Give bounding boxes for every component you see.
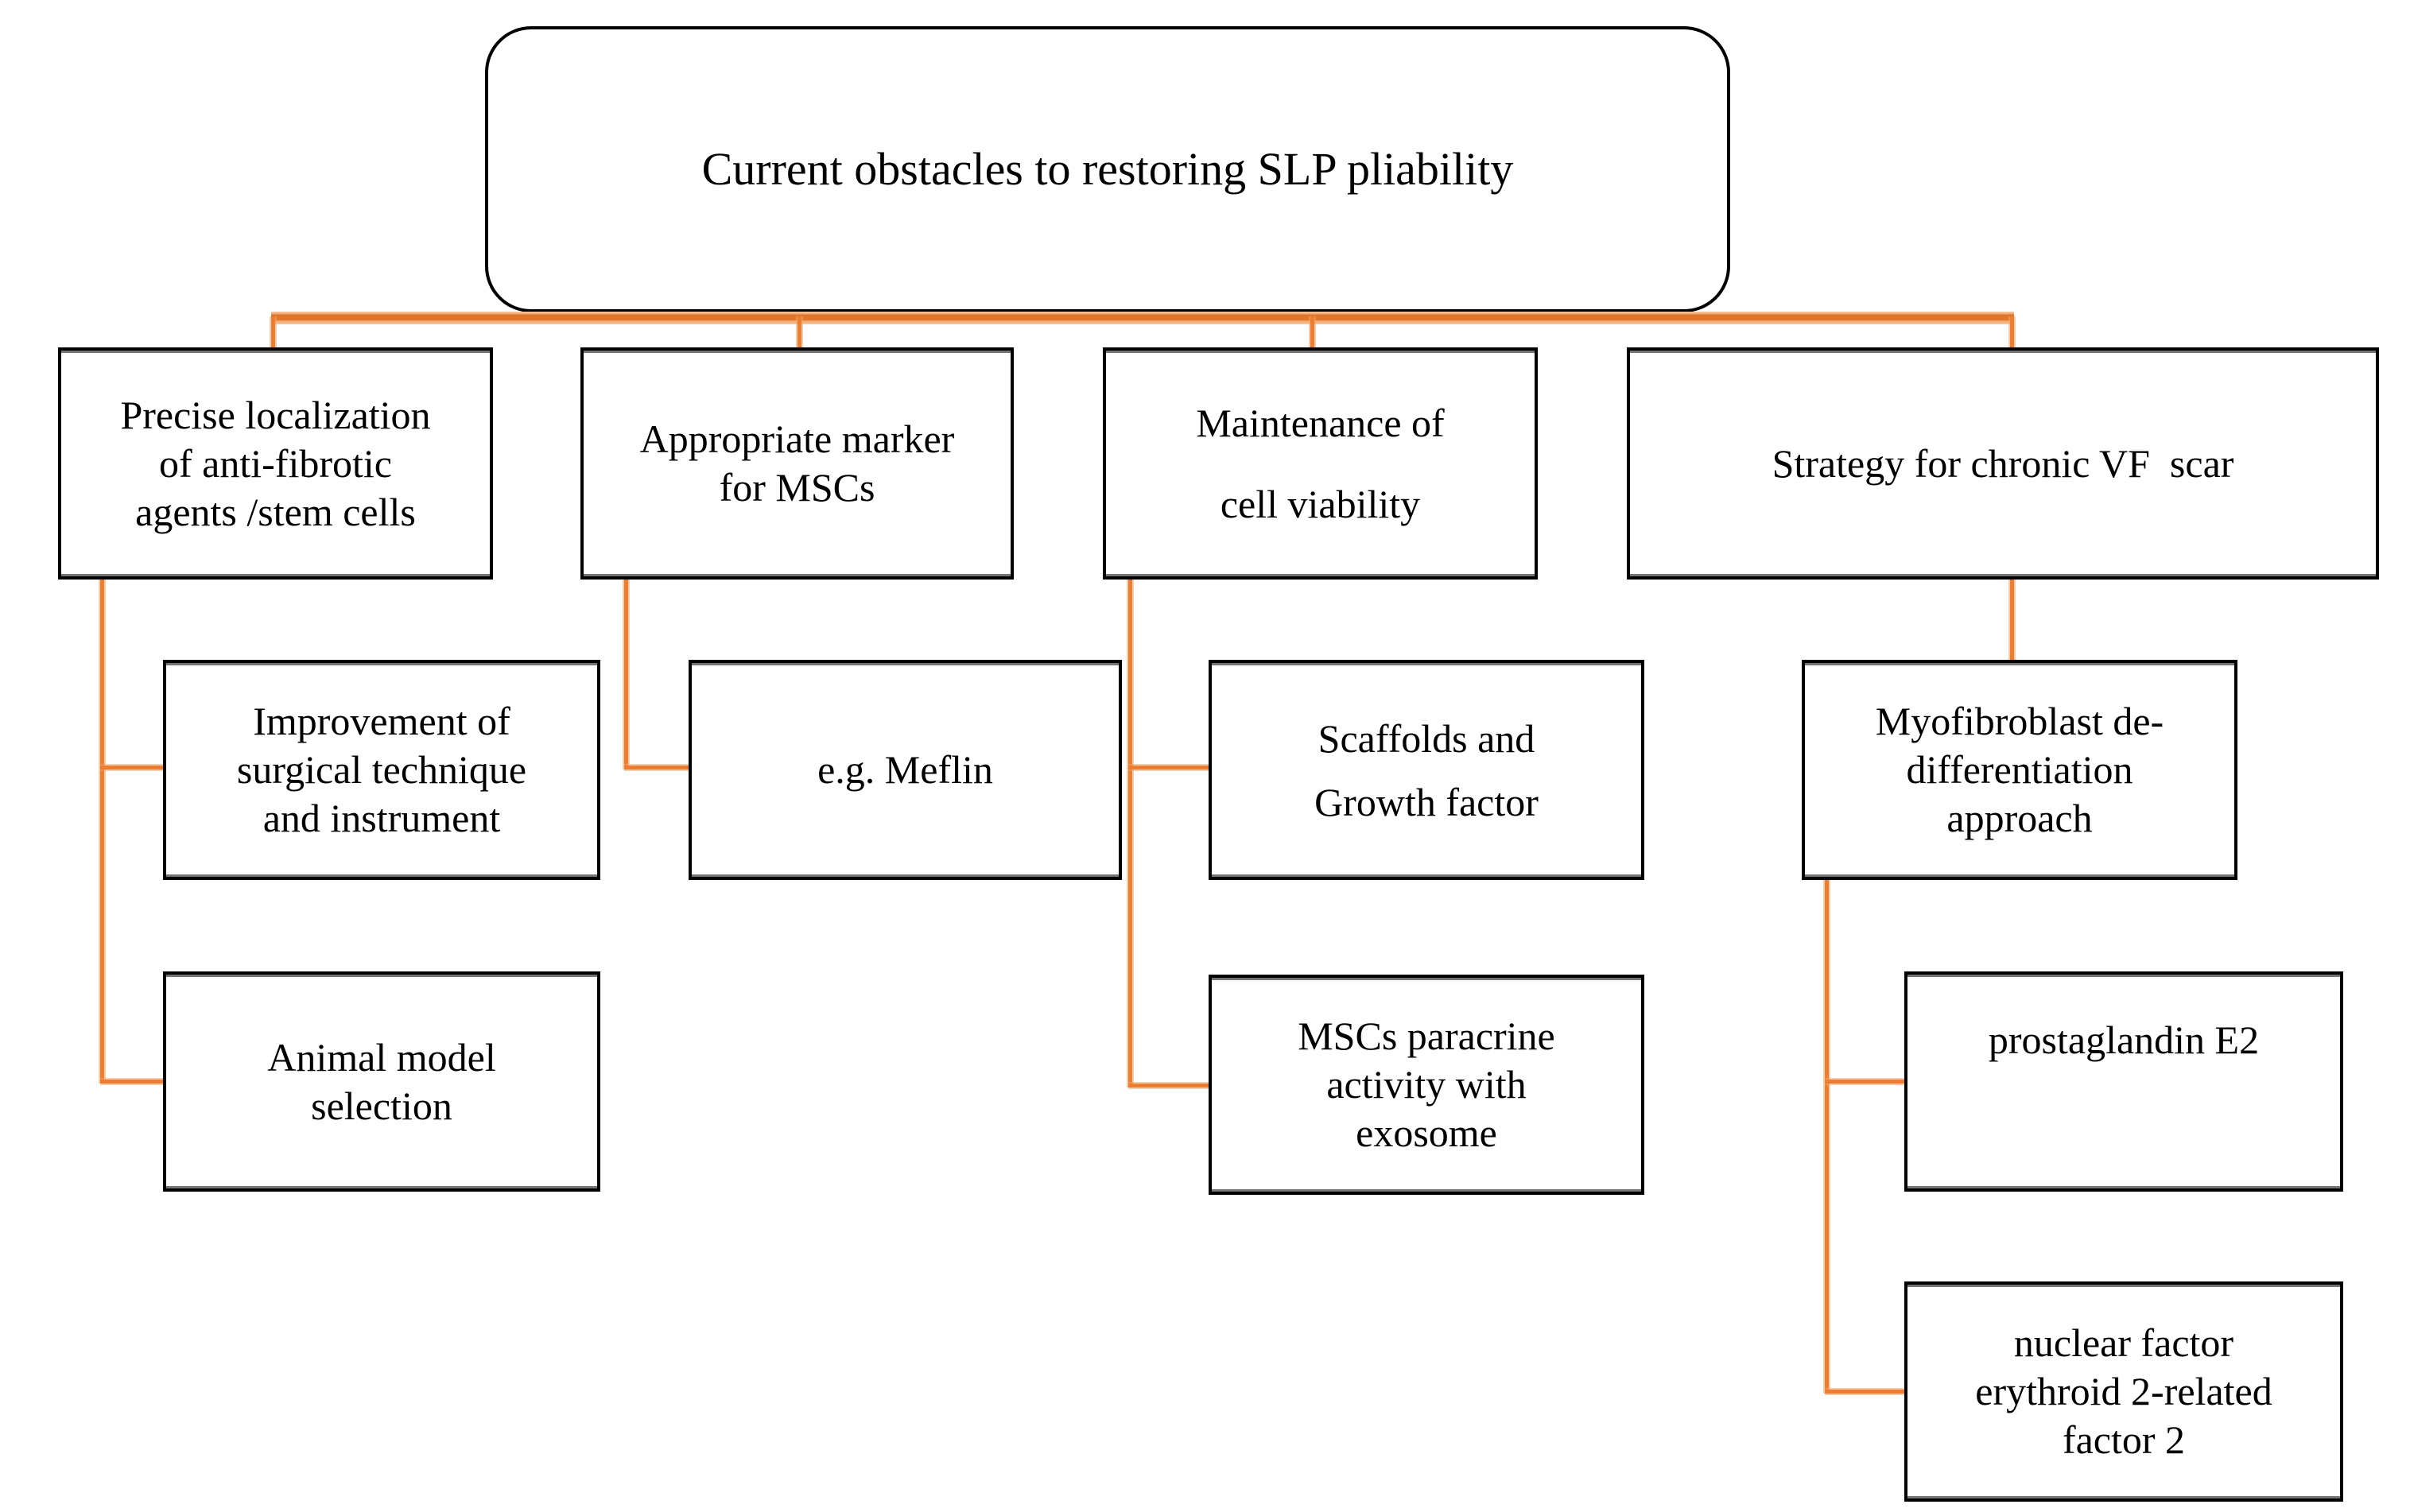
connector-drop-strategy <box>2010 316 2014 350</box>
node-root-label: Current obstacles to restoring SLP pliab… <box>701 142 1514 195</box>
connector-elbow-animal-model <box>100 1080 166 1084</box>
node-myofibroblast: Myofibroblast de- differentiation approa… <box>1802 660 2237 880</box>
connector-elbow-prostaglandin <box>1825 1080 1904 1084</box>
node-nuclear-factor: nuclear factor erythroid 2-related facto… <box>1904 1281 2343 1502</box>
connector-stem-appropriate-marker <box>624 580 628 770</box>
node-myofibroblast-label: Myofibroblast de- differentiation approa… <box>1875 699 2164 840</box>
node-root: Current obstacles to restoring SLP pliab… <box>485 26 1730 312</box>
connector-bus <box>271 312 2014 324</box>
connector-elbow-nuclear-factor <box>1825 1390 1904 1394</box>
connector-elbow-surgical-improvement <box>100 766 166 770</box>
connector-elbow-scaffolds <box>1128 766 1212 770</box>
node-meflin-label: e.g. Meflin <box>817 747 993 792</box>
node-maintenance-viability-label: Maintenance of cell viability <box>1196 400 1445 527</box>
node-surgical-improvement-label: Improvement of surgical technique and in… <box>236 699 527 840</box>
node-surgical-improvement: Improvement of surgical technique and in… <box>163 660 600 880</box>
node-precise-localization: Precise localization of anti-fibrotic ag… <box>58 347 493 580</box>
node-prostaglandin: prostaglandin E2 <box>1904 971 2343 1192</box>
node-prostaglandin-label: prostaglandin E2 <box>1988 1018 2260 1062</box>
connector-drop-maintenance <box>1310 316 1314 350</box>
connector-stem-myofibroblast <box>1825 880 1829 1394</box>
node-precise-localization-label: Precise localization of anti-fibrotic ag… <box>120 392 431 534</box>
node-mscs-paracrine-label: MSCs paracrine activity with exosome <box>1298 1014 1555 1155</box>
connector-elbow-mscs-paracrine <box>1128 1084 1212 1087</box>
node-animal-model-label: Animal model selection <box>267 1034 496 1128</box>
connector-elbow-meflin <box>624 766 692 770</box>
connector-stem-maintenance <box>1128 580 1132 1087</box>
connector-drop-appropriate-marker <box>798 316 801 350</box>
node-mscs-paracrine: MSCs paracrine activity with exosome <box>1209 975 1644 1195</box>
node-animal-model: Animal model selection <box>163 971 600 1192</box>
node-scaffolds-growth: Scaffolds and Growth factor <box>1209 660 1644 880</box>
connector-stem-strategy <box>2010 580 2014 660</box>
node-appropriate-marker: Appropriate marker for MSCs <box>580 347 1014 580</box>
node-maintenance-viability: Maintenance of cell viability <box>1103 347 1538 580</box>
node-scaffolds-growth-label: Scaffolds and Growth factor <box>1314 715 1539 824</box>
node-strategy-chronic-label: Strategy for chronic VF scar <box>1772 440 2234 486</box>
node-strategy-chronic: Strategy for chronic VF scar <box>1627 347 2379 580</box>
node-meflin: e.g. Meflin <box>689 660 1122 880</box>
node-appropriate-marker-label: Appropriate marker for MSCs <box>639 417 955 510</box>
node-nuclear-factor-label: nuclear factor erythroid 2-related facto… <box>1975 1320 2272 1462</box>
connector-stem-precise-localization <box>100 580 104 1084</box>
connector-drop-precise-localization <box>271 316 275 350</box>
